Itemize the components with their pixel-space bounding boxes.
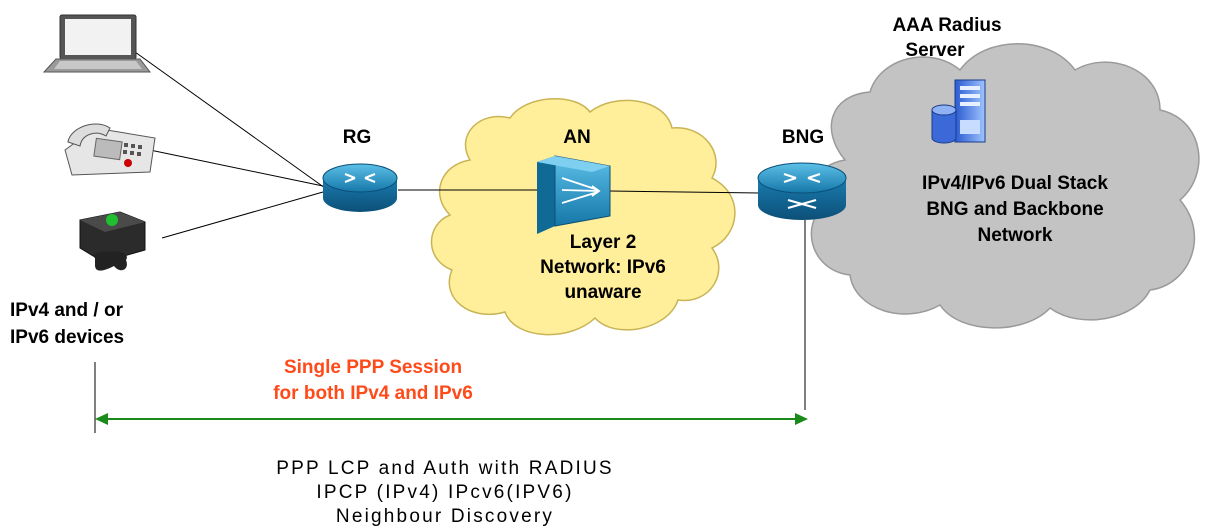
layer2-label-line3: unaware [564,282,642,303]
layer2-label-line2: Network: IPv6 [540,257,666,278]
protocol-list: PPP LCP and Auth with RADIUS IPCP (IPv4)… [276,457,614,529]
aaa-label-line2: Server [905,40,965,61]
game-console-icon [79,211,146,271]
bng-router-icon [757,162,847,220]
devices-label-line1: IPv4 and / or [10,300,123,321]
protocol-line: PPP LCP and Auth with RADIUS [276,458,614,479]
layer2-label-line1: Layer 2 [569,232,637,253]
aaa-label-line1: AAA Radius [892,15,1002,36]
bng-label: BNG [781,127,825,148]
links [94,51,806,433]
rg-label: RG [342,127,372,148]
backbone-cloud [810,43,1200,329]
protocol-line: IPCP (IPv4) IPcv6(IPV6) [316,482,574,503]
devices-label-line2: IPv6 devices [10,327,125,348]
session-label-line1: Single PPP Session [283,357,463,378]
laptop-icon [42,14,152,73]
telephone-icon [64,123,156,176]
router-icon [322,163,398,212]
backbone-label-line2: BNG and Backbone [926,199,1104,220]
backbone-label-line1: IPv4/IPv6 Dual Stack [922,173,1108,194]
an-label: AN [563,127,591,148]
protocol-line: Neighbour Discovery [335,506,555,527]
session-label-line2: for both IPv4 and IPv6 [273,383,473,404]
access-node-icon [537,155,611,234]
session-arrow [95,413,808,425]
backbone-label-line3: Network [977,225,1053,246]
server-icon [931,79,986,144]
